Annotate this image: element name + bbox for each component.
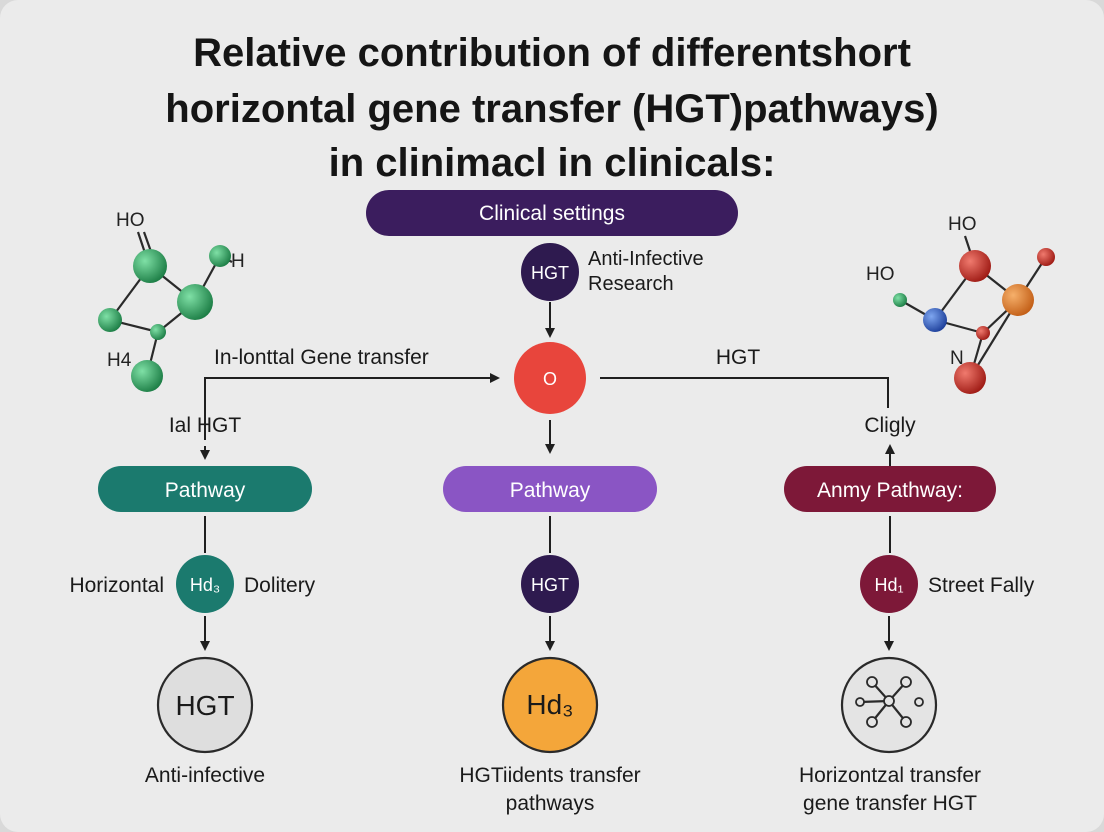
- pathway-node-1-left-text: Horizontal: [69, 574, 164, 597]
- caption-2-line-1: HGTiidents transfer: [459, 764, 640, 787]
- pathway-node-2-circle: [521, 555, 579, 613]
- left-branch-label: Ial HGT: [169, 414, 242, 437]
- pathway-node-1-right-text: Dolitery: [244, 574, 316, 597]
- end-node-2-label: Hd₃: [526, 689, 573, 720]
- molecule-left-label-3: H4: [107, 350, 132, 371]
- molecule-right-icon: HO HO N: [866, 214, 1055, 394]
- end-node-2: Hd₃: [501, 656, 599, 754]
- right-branch-label: Cligly: [864, 414, 916, 437]
- molecule-right-label-3: N: [950, 348, 964, 369]
- center-label: O: [543, 369, 557, 389]
- caption-3-line-1: Horizontzal transfer: [799, 764, 981, 787]
- top-hgt-circle: [521, 243, 579, 301]
- pathway-pill-3: Anmy Pathway:: [784, 466, 996, 512]
- pathway-node-3: Hd₁: [860, 555, 918, 613]
- clinical-settings-pill: Clinical settings: [366, 190, 738, 236]
- connector-right-label: HGT: [716, 346, 761, 369]
- caption-1-line-1: Anti-infective: [145, 764, 265, 787]
- pathway-pill-2-label: Pathway: [510, 479, 591, 502]
- title-line-2: horizontal gene transfer (HGT)pathways): [165, 87, 938, 131]
- title-line-1: Relative contribution of differentshort: [193, 31, 911, 75]
- connector-right: [600, 377, 889, 408]
- pathway-pill-1-bg: [98, 466, 312, 512]
- pathway-pill-1: Pathway: [98, 466, 312, 512]
- pathway-node-3-right-text: Street Fally: [928, 574, 1035, 597]
- molecule-right-label-2: HO: [866, 264, 895, 285]
- pathway-node-1-circle: [176, 555, 234, 613]
- molecule-left-icon: HO H H4: [98, 210, 245, 392]
- top-hgt-node: HGT: [521, 243, 579, 301]
- end-node-2-circle: [501, 656, 599, 754]
- center-node: O: [514, 342, 586, 414]
- end-node-3: [840, 656, 938, 754]
- pathway-node-3-label: Hd₁: [874, 575, 903, 595]
- clinical-settings-label: Clinical settings: [479, 202, 625, 225]
- center-circle: [514, 342, 586, 414]
- connector-left: [204, 373, 500, 440]
- molecule-right-label-1: HO: [948, 214, 977, 235]
- pathway-pill-1-label: Pathway: [165, 479, 246, 502]
- pathway-node-2: HGT: [521, 555, 579, 613]
- pathway-node-2-label: HGT: [531, 575, 569, 595]
- top-caption-line-1: Anti-Infective: [588, 248, 704, 270]
- end-node-1: HGT: [156, 656, 254, 754]
- caption-3-line-2: gene transfer HGT: [803, 792, 977, 815]
- caption-2-line-2: pathways: [506, 792, 595, 815]
- pathway-pill-3-label: Anmy Pathway:: [817, 479, 963, 502]
- top-hgt-label: HGT: [531, 263, 569, 283]
- end-node-1-circle: [156, 656, 254, 754]
- pathway-node-1: Hd₃: [176, 555, 234, 613]
- end-node-1-label: HGT: [175, 690, 234, 721]
- pathway-node-1-label: Hd₃: [190, 575, 220, 595]
- pathway-pill-2: Pathway: [443, 466, 657, 512]
- molecule-left-label-2: H: [231, 251, 245, 272]
- molecule-left-label-1: HO: [116, 210, 145, 231]
- pathway-pill-3-bg: [784, 466, 996, 512]
- top-caption-line-2: Research: [588, 273, 674, 295]
- clinical-settings-pill-bg: [366, 190, 738, 236]
- connector-left-label: In-lonttal Gene transfer: [214, 346, 429, 369]
- title-line-3: in clinimacl in clinicals:: [329, 141, 776, 185]
- network-icon: [855, 676, 924, 728]
- pathway-node-3-circle: [860, 555, 918, 613]
- pathway-pill-2-bg: [443, 466, 657, 512]
